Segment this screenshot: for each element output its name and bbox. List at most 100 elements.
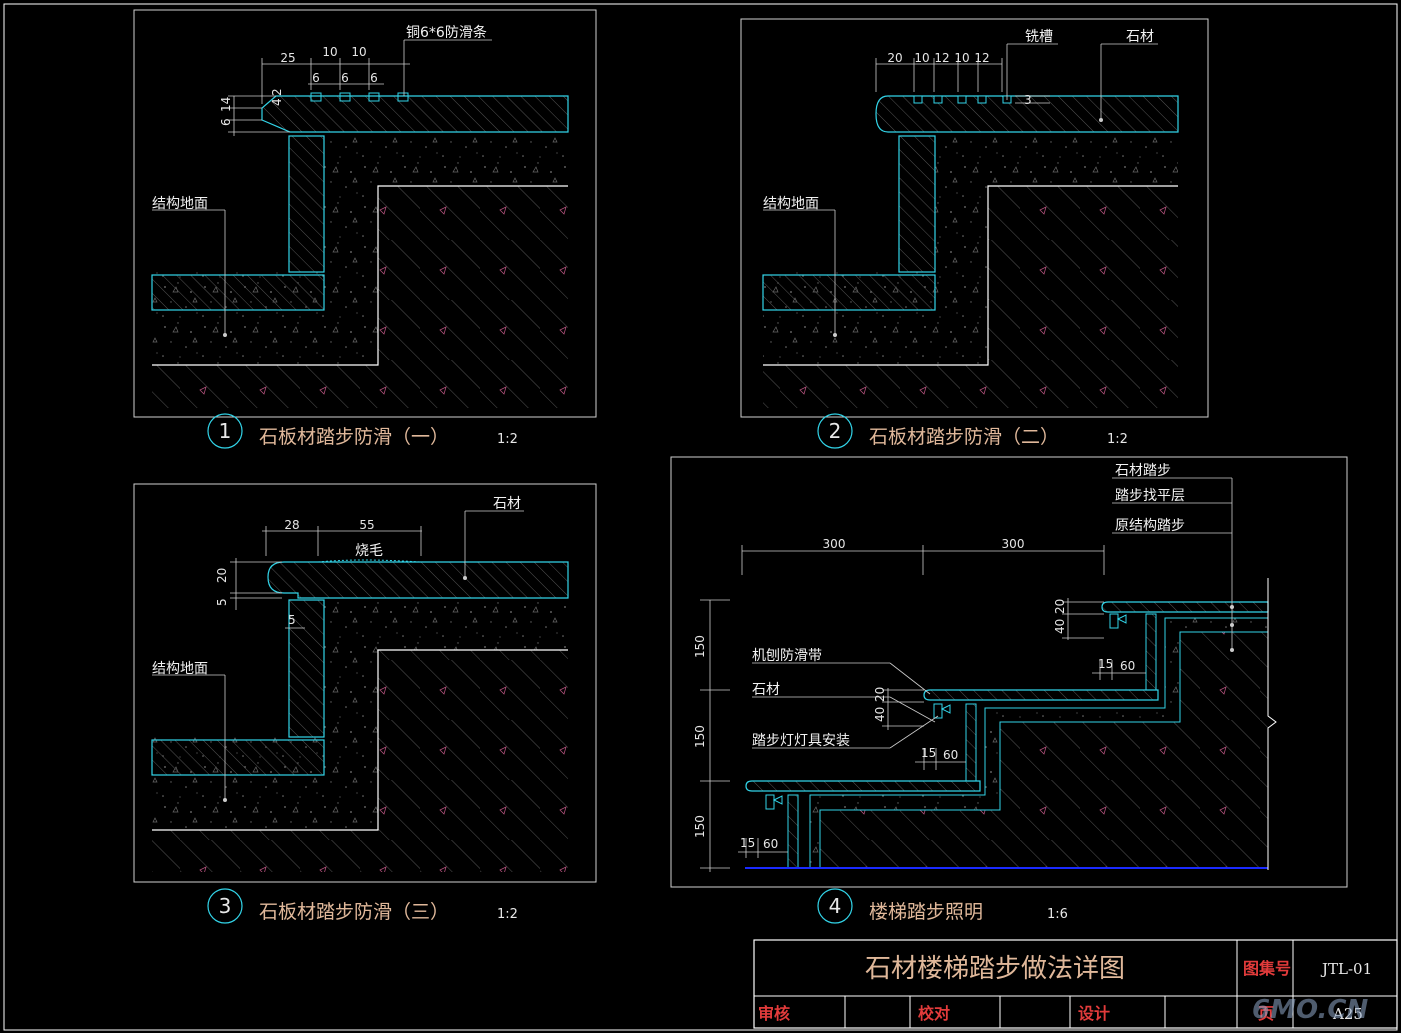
d2-number-circle [817, 413, 853, 449]
d4-label-leveling: 踏步找平层 [1115, 488, 1185, 504]
detail-1-mortar [152, 134, 568, 310]
d1-label-strip: 铜6*6防滑条 [406, 24, 487, 41]
d3-label-flamed: 烧毛 [355, 543, 383, 559]
d3-scale: 1:2 [497, 907, 518, 922]
d3-dim-side-1: 20 [215, 568, 229, 583]
d2-dim-top-4: 10 [954, 51, 969, 65]
detail-1-riser-slab [288, 135, 325, 273]
d3-label-ground: 结构地面 [152, 661, 208, 677]
drawing-title: 石材楼梯踏步做法详图 [865, 954, 1125, 984]
d4-dim-side-3: 150 [693, 815, 707, 838]
d1-dim-side-1: 6 [219, 118, 233, 126]
d4-scale: 1:6 [1047, 907, 1068, 922]
d4-label-stone: 石材 [752, 682, 780, 698]
d1-dim-top-1: 25 [280, 51, 295, 65]
detail-2-tread-slab [875, 95, 1179, 133]
d4-label-light-install: 踏步灯灯具安装 [752, 733, 850, 749]
d2-dim-top-1: 20 [887, 51, 902, 65]
d1-scale: 1:2 [497, 432, 518, 447]
detail-1: 25 10 10 6 6 6 6 14 4 2 铜6*6防滑条 结构地面 1 石… [133, 9, 597, 449]
d2-label-stone: 石材 [1126, 29, 1154, 45]
detail-2-frame [740, 18, 1209, 418]
d3-dim-side-3: 5 [288, 613, 296, 627]
detail-4: 300 300 150 150 150 40 20 15 60 40 20 15… [670, 456, 1348, 924]
d4-dim-small-3b: 15 [921, 746, 936, 760]
d4-label-original-step: 原结构踏步 [1115, 518, 1185, 534]
d2-title: 石板材踏步防滑（二） [869, 426, 1059, 448]
atlas-label: 图集号 [1243, 959, 1291, 978]
d2-label-groove: 铣槽 [1025, 29, 1053, 45]
atlas-code: JTL-01 [1320, 960, 1372, 978]
review-label: 审核 [758, 1004, 790, 1023]
d3-dim-side-2: 5 [215, 598, 229, 606]
d4-dim-small-4c: 60 [763, 837, 778, 851]
d2-dim-top-5: 12 [974, 51, 989, 65]
d3-number-circle [207, 888, 243, 924]
d3-number: 3 [219, 894, 232, 918]
d4-dim-side-1: 150 [693, 635, 707, 658]
detail-2: 20 10 12 10 12 3 铣槽 石材 结构地面 2 石板材踏步防滑（二）… [740, 18, 1209, 449]
d1-dim-side-4: 2 [270, 88, 284, 96]
d4-dim-top-2: 300 [1002, 537, 1025, 551]
d4-dim-small-2a: 20 [1053, 599, 1067, 614]
detail-3-riser-slab [288, 599, 325, 738]
d1-number: 1 [219, 419, 232, 443]
d1-dim-top-2: 10 [322, 45, 337, 59]
d1-dim-sub-1: 6 [312, 71, 320, 85]
d4-label-stone-tread: 石材踏步 [1115, 463, 1171, 479]
detail-1-frame [133, 9, 597, 418]
d3-label-stone: 石材 [493, 496, 521, 512]
detail-4-tread-1 [745, 780, 981, 792]
page-code: A25 [1332, 1005, 1363, 1023]
detail-4-tread-3 [1101, 601, 1269, 613]
d4-label-antislip-band: 机刨防滑带 [752, 647, 822, 664]
d4-dim-small-4b: 60 [943, 748, 958, 762]
detail-1-structure [152, 186, 568, 408]
d4-dim-small-1b: 40 [873, 707, 887, 722]
d4-dim-side-2: 150 [693, 725, 707, 748]
watermark: 6MO.CN [1252, 995, 1368, 1025]
detail-4-tread-2 [923, 689, 1159, 701]
d2-number: 2 [829, 419, 842, 443]
detail-1-floor-slab [151, 274, 325, 311]
detail-4-structure [820, 632, 1268, 868]
check-label: 校对 [918, 1004, 950, 1023]
d4-dim-top-1: 300 [823, 537, 846, 551]
d2-scale: 1:2 [1107, 432, 1128, 447]
d4-dim-small-3a: 15 [1098, 657, 1113, 671]
d1-number-circle [207, 413, 243, 449]
d1-dim-side-3: 4 [270, 98, 284, 106]
title-block: 石材楼梯踏步做法详图 图集号 JTL-01 审核 校对 设计 页 A25 6MO… [753, 939, 1398, 1029]
d2-label-ground: 结构地面 [763, 196, 819, 212]
d1-dim-sub-3: 6 [370, 71, 378, 85]
d4-dim-small-1a: 40 [1053, 619, 1067, 634]
d4-dim-small-2b: 20 [873, 687, 887, 702]
detail-3-floor-slab [151, 739, 325, 776]
d2-dim-side-1: 3 [1024, 93, 1032, 107]
detail-4-frame [670, 456, 1348, 888]
d4-number: 4 [829, 894, 842, 918]
d3-dim-top-2: 55 [359, 518, 374, 532]
step-light-fixtures [765, 613, 1127, 810]
d1-dim-top-3: 10 [351, 45, 366, 59]
d4-dim-small-3c: 15 [740, 836, 755, 850]
d1-title: 石板材踏步防滑（一） [259, 426, 449, 448]
d1-dim-side-2: 14 [219, 97, 233, 112]
d4-dim-small-4a: 60 [1120, 659, 1135, 673]
detail-3: 28 55 20 5 5 烧毛 石材 结构地面 3 石板材踏步防滑（三） 1:2 [133, 483, 597, 924]
detail-3-frame [133, 483, 597, 883]
detail-3-tread-slab [267, 561, 569, 599]
d4-title: 楼梯踏步照明 [869, 901, 983, 923]
detail-1-tread-slab [261, 95, 569, 133]
page-label: 页 [1258, 1004, 1274, 1023]
design-label: 设计 [1078, 1004, 1110, 1023]
detail-2-floor-slab [762, 274, 936, 311]
d2-dim-top-2: 10 [914, 51, 929, 65]
sheet-border [3, 3, 1398, 1031]
d1-label-ground: 结构地面 [152, 196, 208, 212]
d2-dim-top-3: 12 [934, 51, 949, 65]
d1-dim-sub-2: 6 [341, 71, 349, 85]
detail-2-riser-slab [898, 135, 936, 273]
d3-dim-top-1: 28 [284, 518, 299, 532]
